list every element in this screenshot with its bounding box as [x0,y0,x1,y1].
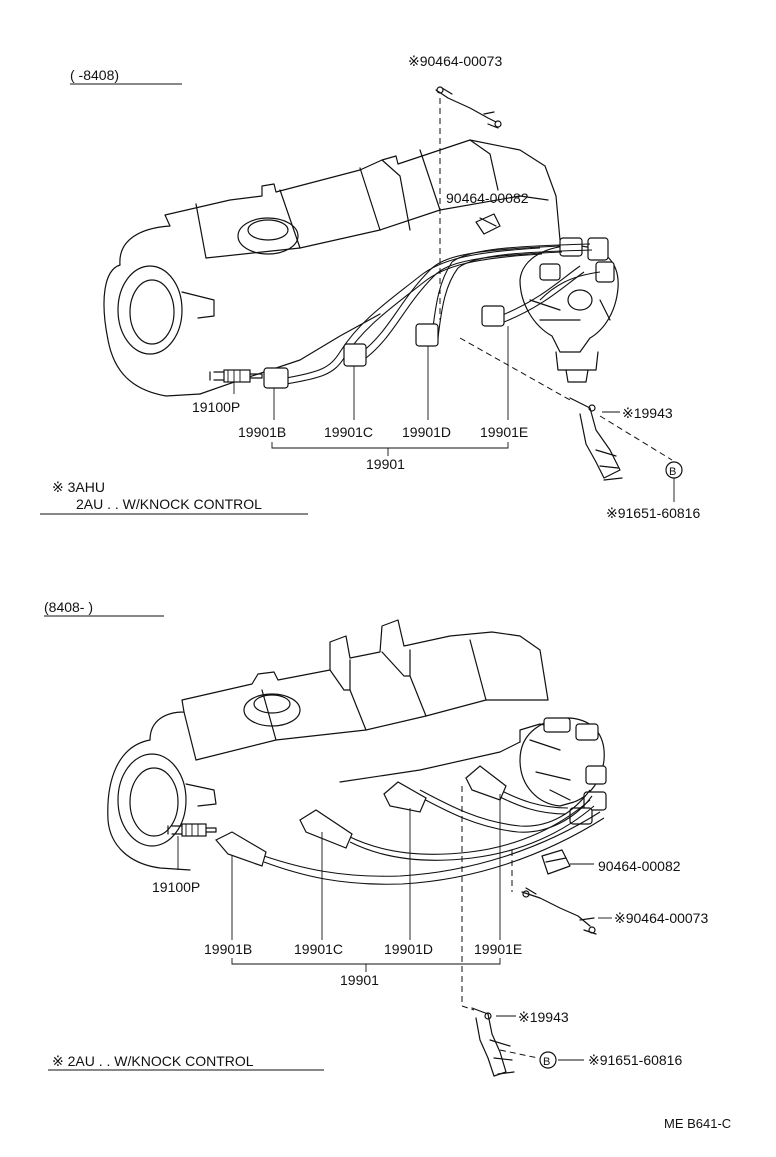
bottom-label-19901C: 19901C [294,941,343,957]
bottom-boot-19901C [299,809,353,849]
top-distributor [519,237,619,383]
bottom-cords [263,789,605,885]
figure-code: ME B641-C [664,1116,731,1131]
top-note-line2: 2AU . . W/KNOCK CONTROL [76,496,262,512]
top-cord-boots [263,305,505,389]
top-clamp-90464-00082 [475,213,501,235]
top-spark-plug-19100P [209,369,263,394]
top-dashed-leader-bolt [599,415,673,461]
top-boot-19901B [263,367,289,389]
bottom-label-19943: ※19943 [518,1009,569,1025]
bottom-label-90464-00073: ※90464-00073 [614,910,708,926]
top-label-plug: 19100P [192,399,240,415]
bottom-note: ※ 2AU . . W/KNOCK CONTROL [52,1053,254,1069]
top-label-19901: 19901 [366,456,405,472]
bottom-label-91651-60816: ※91651-60816 [588,1052,682,1068]
top-label-19943: ※19943 [622,405,673,421]
top-cords [285,243,601,385]
top-bracket-19943 [569,397,623,481]
top-boot-19901E [481,305,505,327]
top-ref-b: B [669,466,676,478]
top-label-90464-00082: 90464-00082 [446,190,529,206]
bottom-label-90464-00082: 90464-00082 [598,858,681,874]
top-dashed-leader-bracket [459,337,571,401]
bottom-ref-circle-b [539,1051,557,1069]
top-label-19901C: 19901C [324,424,373,440]
bottom-boot-19901D [383,781,427,813]
top-label-91651-60816: ※91651-60816 [606,505,700,521]
bottom-engine-head [107,619,567,871]
top-boot-19901D [415,323,439,347]
bottom-period-label: (8408- ) [44,599,93,615]
top-boot-19901C [343,343,367,367]
top-label-19901D: 19901D [402,424,451,440]
bottom-label-plug: 19100P [152,879,200,895]
bottom-label-19901D: 19901D [384,941,433,957]
bottom-boot-19901B [215,831,267,867]
top-engine-head [103,139,561,397]
bottom-clamp-90464-00082 [541,849,571,875]
bottom-cord-boots [215,765,507,867]
bottom-cord-leaders [231,794,501,972]
bottom-label-19901: 19901 [340,972,379,988]
bottom-dashed-leader-bolt [499,1049,539,1059]
top-cord-leaders [271,326,509,456]
top-clamp-90464-00073 [435,86,502,129]
top-period-label: ( -8408) [70,67,119,83]
bottom-bracket-19943 [471,1007,515,1077]
top-label-19901B: 19901B [238,424,286,440]
top-note-line1: ※ 3AHU [52,479,105,495]
bottom-ref-b: B [543,1056,550,1068]
bottom-spark-plug-19100P [167,823,217,870]
top-label-90464-00073: ※90464-00073 [408,53,502,69]
bottom-label-19901B: 19901B [204,941,252,957]
top-label-19901E: 19901E [480,424,528,440]
bottom-diagram: (8408- ) 19100P [44,599,708,1077]
bottom-dashed-leader-bracket [461,786,475,1011]
bottom-boot-19901E [465,765,507,801]
top-diagram: ( -8408) 19100P [40,53,700,521]
bottom-clamp-90464-00073 [521,887,597,935]
bottom-label-19901E: 19901E [474,941,522,957]
